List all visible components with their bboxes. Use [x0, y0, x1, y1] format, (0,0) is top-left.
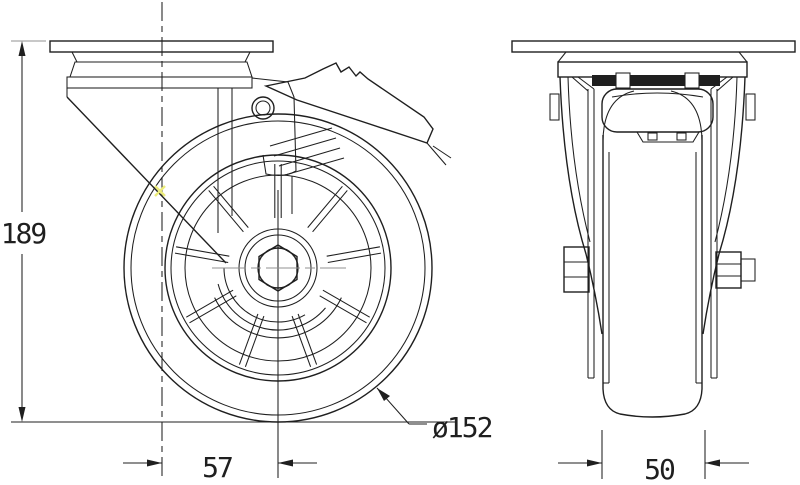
yoke-inner-left	[567, 76, 591, 243]
bearing-race-lower	[69, 61, 253, 78]
bearing-band	[557, 61, 748, 78]
arrowhead-left	[278, 459, 293, 467]
arrowhead-up	[18, 41, 26, 56]
wheel-spoke-line	[186, 289, 234, 318]
brake-pad-shoe	[636, 131, 700, 143]
dim-text-swivel-offset: 57	[202, 451, 232, 484]
brake-pad-top-edge	[611, 92, 704, 98]
wheel-spoke-line	[312, 190, 348, 233]
wheel-spoke-line	[213, 185, 249, 228]
wheel-spoke-line	[327, 252, 382, 264]
bearing-race-upper	[71, 51, 251, 63]
wheel-spoke-line	[238, 313, 259, 365]
yoke-tab-right	[745, 93, 756, 121]
wheel-spoke-line	[326, 246, 380, 257]
mounting-plate-side	[49, 40, 274, 97]
brake-housing-bottom	[262, 154, 297, 176]
wheel-spokes	[174, 164, 382, 367]
wheel-spoke-line	[176, 246, 230, 257]
wheel-spoke-line	[291, 315, 312, 367]
wheel-spoke-line	[319, 295, 367, 324]
wheel-spoke-line	[174, 252, 229, 264]
crossbar-pin-right	[684, 72, 700, 89]
dimensions: 189 57 ø152 50	[1, 40, 749, 485]
tire-front	[602, 90, 703, 418]
bolt-hole-inner	[255, 100, 271, 116]
plate-chamfer-left	[557, 51, 567, 63]
dim-overall-height: 189	[1, 41, 47, 422]
wheel-spoke-line	[322, 289, 370, 318]
front-view	[511, 40, 796, 418]
dim-wheel-diameter: ø152	[376, 387, 494, 444]
brake-lever-tip	[426, 142, 452, 166]
yoke-tab-left	[549, 93, 560, 121]
fork-wrap-arc-middle	[217, 283, 326, 331]
tire-tread-bottom	[602, 388, 703, 418]
snap-highlight-marker	[154, 185, 166, 197]
axle-nut-left	[563, 246, 590, 293]
mounting-plate-front	[511, 40, 796, 78]
side-view	[49, 2, 452, 478]
dim-wheel-width: 50	[558, 430, 749, 485]
brake-lever	[263, 62, 452, 166]
brake-spring-hatch	[269, 127, 345, 176]
brake-lever-outline	[263, 62, 434, 144]
brake-housing	[251, 77, 345, 214]
dim-text-overall-height: 189	[1, 217, 46, 250]
yoke-outer-right	[702, 76, 746, 335]
wheel-side-view	[123, 113, 433, 478]
dim-swivel-offset: 57	[123, 451, 317, 484]
fork-wrap-arc-inner	[223, 267, 306, 323]
wheel-spoke-line	[208, 190, 244, 233]
wheel-spoke-line	[189, 295, 237, 324]
tire-shoulder-left	[602, 90, 635, 141]
plate-chamfer-right	[738, 51, 748, 63]
yoke-inner-right	[714, 76, 738, 243]
brake-housing-edge	[251, 77, 297, 172]
crossbar-pin-left	[615, 72, 631, 89]
wheel-spoke-line	[297, 313, 318, 365]
brake-assembly-front	[592, 72, 720, 143]
fork-legs-front	[587, 89, 718, 384]
arrowhead-right	[587, 459, 602, 467]
yoke-outer-left	[559, 76, 603, 335]
tire-shoulder-right	[670, 90, 703, 141]
arrowhead-down	[18, 407, 26, 422]
fork-yoke-front	[549, 76, 756, 335]
axle-thread-stub	[740, 258, 756, 282]
axle-nuts-front	[563, 246, 756, 293]
brake-crossbar	[592, 75, 720, 86]
arrowhead-left	[705, 459, 720, 467]
bolt-hole-outer	[251, 96, 275, 120]
axle-nut-right	[715, 251, 742, 289]
fork-head	[66, 76, 253, 89]
dim-text-wheel-width: 50	[644, 453, 675, 485]
dim-text-wheel-diameter: ø152	[432, 411, 492, 444]
arrowhead-right	[147, 459, 162, 467]
fork-leading-edge	[66, 96, 227, 264]
top-plate-front	[511, 40, 796, 53]
leader-arrowhead	[377, 388, 390, 401]
fork-side	[66, 88, 233, 264]
wheel-spoke-line	[307, 185, 343, 228]
wheel-spoke-line	[244, 315, 265, 367]
